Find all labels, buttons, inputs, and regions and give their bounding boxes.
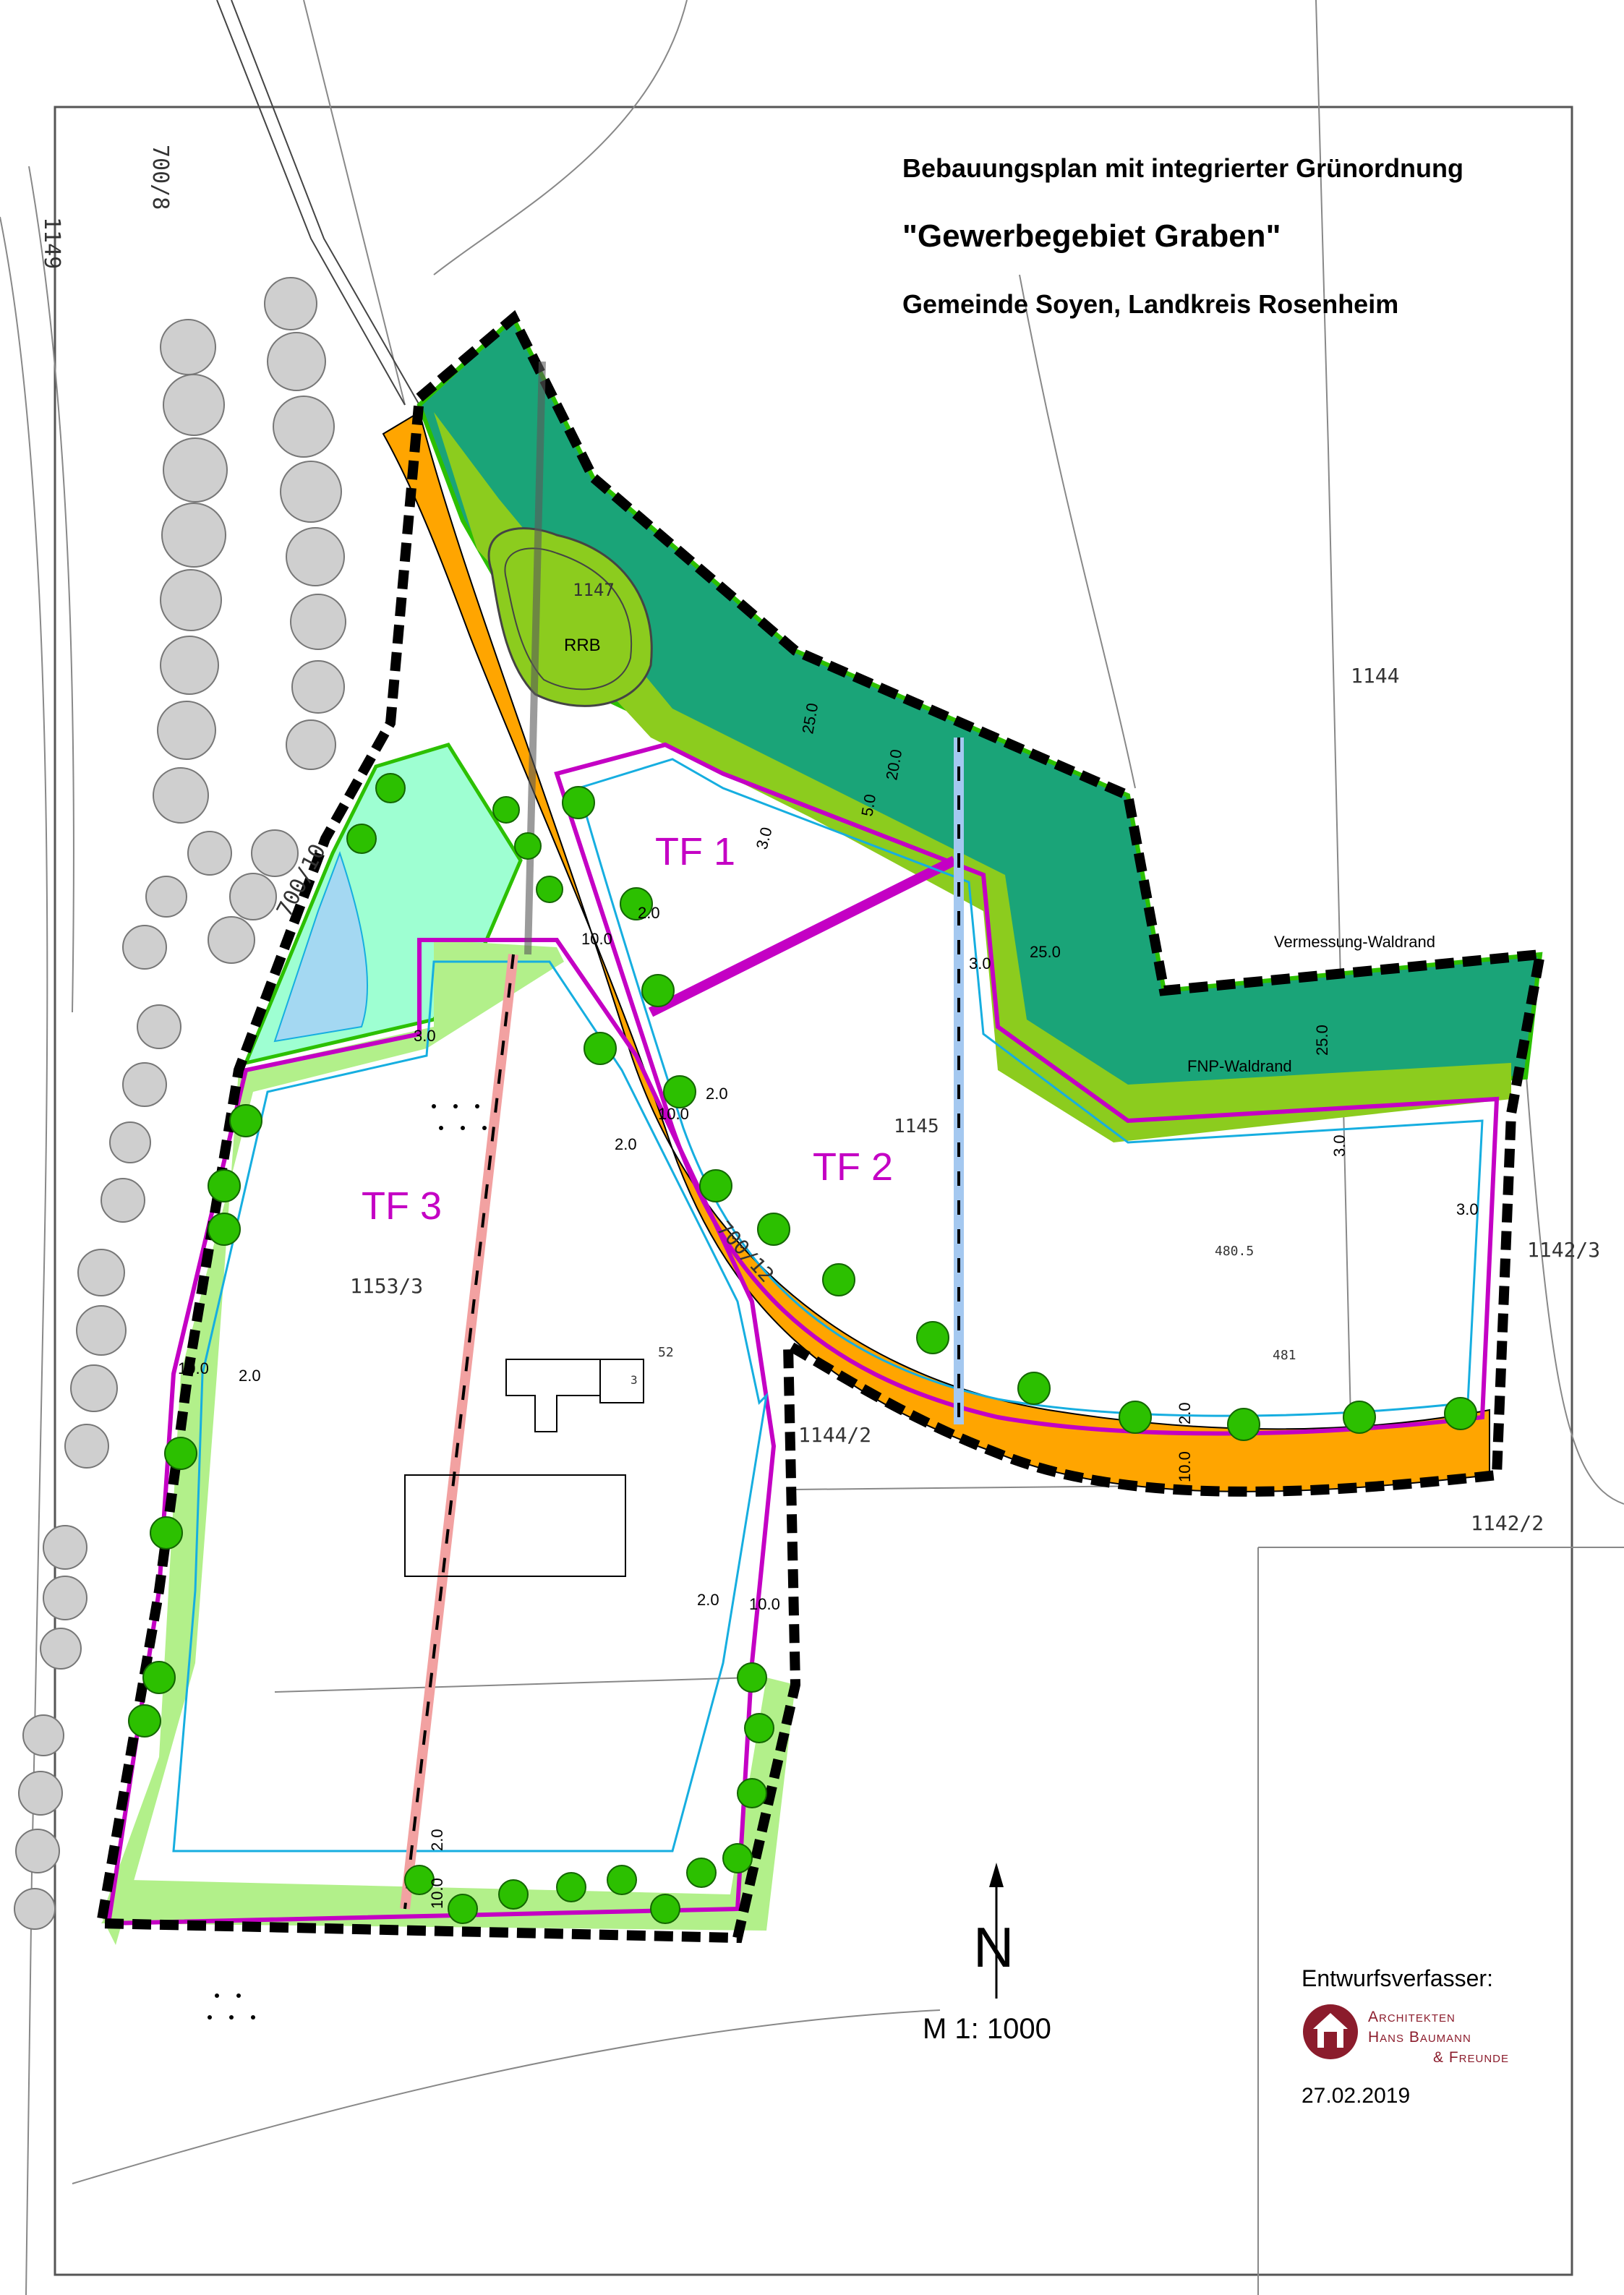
parcel-1145: 1145 (894, 1116, 939, 1137)
forest-zone-light (434, 412, 1511, 1142)
dim-2: 2.0 (1176, 1402, 1194, 1424)
parcel-1142-3: 1142/3 (1527, 1238, 1600, 1262)
dim-3: 3.0 (753, 825, 776, 851)
plan-municipality: Gemeinde Soyen, Landkreis Rosenheim (902, 289, 1399, 319)
parcel-1153-3: 1153/3 (350, 1274, 423, 1298)
tf-divider (648, 855, 957, 1017)
dim-2: 2.0 (615, 1135, 637, 1153)
parcel-700-8: 700/8 (148, 145, 173, 210)
dim-3: 3.0 (414, 1027, 436, 1045)
house-number: 52 (658, 1345, 674, 1360)
pink-strip (400, 954, 518, 1910)
dim-10: 10.0 (428, 1878, 446, 1909)
dim-25: 25.0 (1030, 943, 1061, 961)
railway-track (216, 0, 420, 406)
house-logo-icon (1303, 2004, 1358, 2059)
author-label: Entwurfsverfasser: (1302, 1965, 1493, 1991)
tf3-label: TF 3 (362, 1184, 442, 1228)
dim-2: 2.0 (638, 904, 660, 922)
dim-2: 2.0 (428, 1829, 446, 1851)
dim-5: 5.0 (858, 792, 879, 817)
fnp-waldrand-label: FNP-Waldrand (1187, 1057, 1292, 1075)
parcel-1147: 1147 (573, 580, 615, 600)
tf3-green-strip (101, 940, 564, 1945)
plan-frame (54, 106, 1573, 2276)
tf2-label: TF 2 (813, 1145, 893, 1189)
parcel-1144-2: 1144/2 (798, 1423, 871, 1447)
rrb-basin: RRB (487, 527, 653, 707)
firm-name-line2: Hans Baumann (1368, 2029, 1471, 2046)
dot-patterns (208, 1104, 487, 2020)
dim-10: 10.0 (1176, 1451, 1194, 1482)
dim-3: 3.0 (1456, 1200, 1479, 1218)
dimension-labels: 25.0 20.0 5.0 3.0 3.0 25.0 25.0 3.0 3.0 … (178, 701, 1479, 1909)
north-label: N (973, 1915, 1014, 1979)
existing-buildings (404, 1359, 644, 1577)
house-sub-number: 3 (631, 1373, 638, 1387)
firm-name-line3: & Freunde (1433, 2049, 1510, 2066)
dim-10: 10.0 (749, 1595, 780, 1613)
dim-2: 2.0 (706, 1085, 728, 1103)
dim-10: 10.0 (178, 1359, 209, 1377)
dim-2: 2.0 (697, 1591, 719, 1609)
contour-label: 480.5 (1215, 1244, 1254, 1259)
north-arrow-icon (989, 1863, 1004, 1999)
parcel-1149: 1149 (39, 217, 64, 269)
dim-10: 10.0 (581, 930, 612, 948)
zone-labels: TF 1 TF 2 TF 3 (362, 830, 893, 1228)
plan-date: 27.02.2019 (1302, 2084, 1411, 2108)
plan-title: Bebauungsplan mit integrierter Grünordnu… (902, 153, 1464, 183)
parcel-1142-2: 1142/2 (1471, 1511, 1544, 1535)
planned-trees (128, 773, 1477, 1924)
dim-10: 10.0 (658, 1105, 689, 1123)
existing-trees (14, 277, 346, 1930)
tf1-label: TF 1 (655, 830, 735, 873)
annotation-labels: Vermessung-Waldrand FNP-Waldrand (1187, 933, 1435, 1075)
dim-3: 3.0 (969, 954, 991, 973)
pond-water (273, 851, 368, 1043)
dim-25: 25.0 (1313, 1025, 1331, 1056)
tf3-south-strip (101, 1678, 795, 1931)
site-boundary (95, 309, 1547, 1944)
plan-project-name: "Gewerbegebiet Graben" (902, 218, 1281, 254)
firm-name-line1: Architekten (1368, 2009, 1456, 2025)
scale-label: M 1: 1000 (923, 2013, 1051, 2045)
dim-3: 3.0 (1330, 1134, 1349, 1157)
vermessung-waldrand-label: Vermessung-Waldrand (1274, 933, 1435, 951)
architect-logo: Architekten Hans Baumann & Freunde (1302, 2003, 1508, 2072)
parcel-1144: 1144 (1351, 664, 1399, 688)
contour-label: 481 (1273, 1348, 1296, 1363)
building-lines (172, 758, 1484, 1852)
dim-2: 2.0 (239, 1367, 261, 1385)
rrb-label: RRB (564, 636, 601, 655)
